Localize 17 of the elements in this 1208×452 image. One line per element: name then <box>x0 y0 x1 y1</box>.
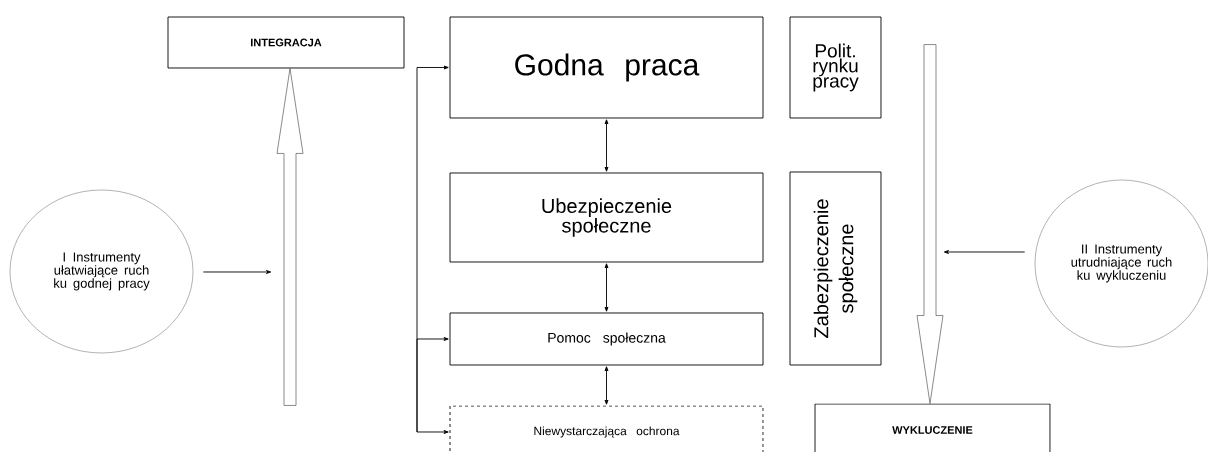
double-arrow <box>604 263 609 312</box>
hollow-arrow <box>276 68 304 406</box>
arrow <box>416 430 449 434</box>
arrow <box>943 250 1026 254</box>
arrow <box>202 270 272 274</box>
process-box: Godna praca <box>449 16 764 119</box>
hollow-arrow <box>916 44 944 404</box>
process-box: Zabezpieczenie społeczne <box>789 171 882 366</box>
process-box: Polit. rynku pracy <box>789 16 882 119</box>
process-box: WYKLUCZENIE <box>814 403 1051 452</box>
arrow <box>416 337 449 433</box>
double-arrow <box>604 119 609 172</box>
process-box: INTEGRACJA <box>167 16 405 69</box>
process-box: Ubezpieczenie społeczne <box>449 172 764 263</box>
process-box: Niewystarczająca ochrona <box>449 405 764 452</box>
process-box: Pomoc społeczna <box>449 312 764 366</box>
double-arrow <box>604 366 609 405</box>
